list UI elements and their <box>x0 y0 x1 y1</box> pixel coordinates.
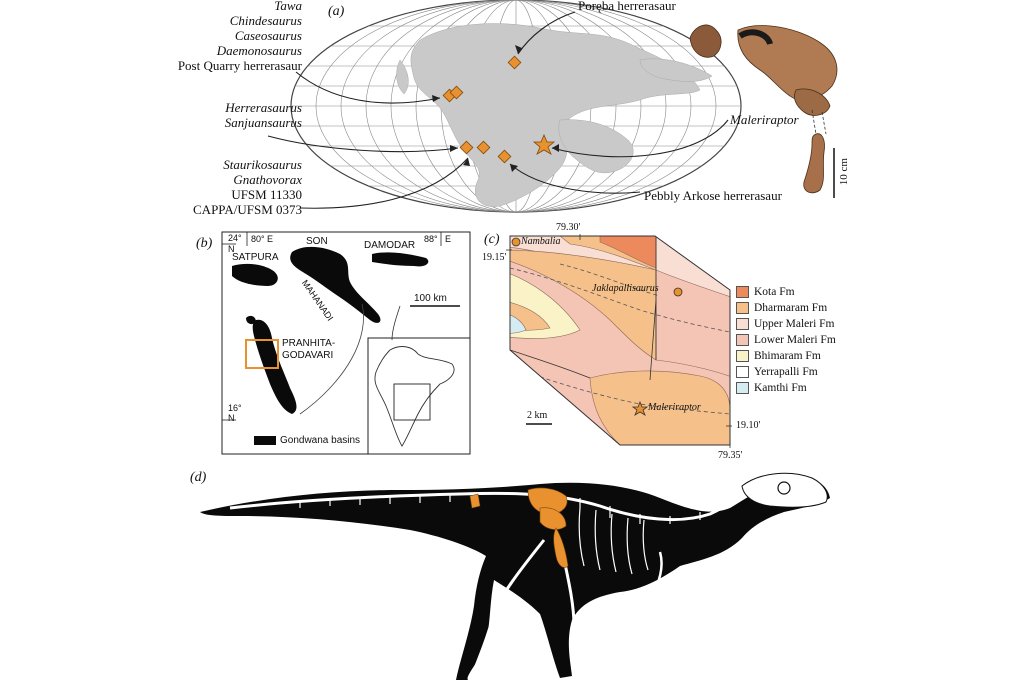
label-group-brazil: Staurikosaurus Gnathovorax UFSM 11330 CA… <box>193 157 302 217</box>
preserved-femur <box>553 527 569 568</box>
label-satpura: SATPURA <box>232 252 279 263</box>
legend-swatch-dharmaram <box>736 302 749 314</box>
locality-jaklapallisaurus <box>673 287 683 297</box>
taxon-tawa: Tawa <box>274 0 302 13</box>
marker-post-quarry-2 <box>449 85 464 100</box>
label-group-north-america: Tawa Chindesaurus Caseosaurus Daemonosau… <box>178 0 302 73</box>
panel-c-letter: (c) <box>484 232 500 247</box>
formation-legend: Kota Fm Dharmaram Fm Upper Maleri Fm Low… <box>736 284 836 396</box>
marker-maleriraptor-star <box>532 133 556 155</box>
specimen-cappa-ufsm-0373: CAPPA/UFSM 0373 <box>193 202 302 217</box>
label-damodar: DAMODAR <box>364 240 416 251</box>
label-maleriraptor: Maleriraptor <box>730 112 799 127</box>
legend-kota: Kota Fm <box>736 284 836 300</box>
label-pebbly-arkose: Pebbly Arkose herrerasaur <box>644 188 782 203</box>
lat-16: 16° <box>228 403 242 413</box>
taxon-post-quarry: Post Quarry herrerasaur <box>177 58 302 73</box>
panel-d-letter: (d) <box>190 470 207 485</box>
legend-swatch-kamthi <box>736 382 749 394</box>
label-nambalia: Nambalia <box>521 236 561 247</box>
legend-lower-maleri: Lower Maleri Fm <box>736 332 836 348</box>
locality-maleriraptor <box>631 400 649 416</box>
fossil-femur <box>803 133 825 194</box>
taxon-sanjuansaurus: Sanjuansaurus <box>224 115 302 130</box>
taxon-staurikosaurus: Staurikosaurus <box>223 157 302 172</box>
vertebrae-ticks <box>299 494 701 524</box>
marker-sanjuansaurus <box>476 140 491 155</box>
panel-a-letter: (a) <box>328 4 345 19</box>
study-area-box <box>245 339 279 369</box>
taxon-herrerasaurus: Herrerasaurus <box>225 100 302 115</box>
label-maleriraptor-map: Maleriraptor <box>648 402 701 413</box>
lon-80: 80° <box>251 234 265 244</box>
label-poreba: Poręba herrerasaur <box>578 0 676 13</box>
preserved-ilium <box>539 507 567 530</box>
locality-nambalia <box>511 237 521 247</box>
lon-80-e: E <box>267 234 274 244</box>
ribs <box>578 507 649 575</box>
legend-swatch-lower-maleri <box>736 334 749 346</box>
preserved-vertebra <box>469 493 481 509</box>
label-pranhita: PRANHITA- <box>282 338 336 349</box>
legend-swatch-bhimaram <box>736 350 749 362</box>
basin-damodar <box>372 252 429 267</box>
coord-19-10: 19.10' <box>736 420 761 431</box>
legend-gondwana-basins: Gondwana basins <box>280 435 361 446</box>
legend-kamthi: Kamthi Fm <box>736 380 836 396</box>
basin-pranhita-godavari <box>252 319 297 414</box>
specimen-ufsm-11330: UFSM 11330 <box>231 187 302 202</box>
legend-swatch-kota <box>736 286 749 298</box>
taxon-gnathovorax: Gnathovorax <box>233 172 302 187</box>
fossil-fragment-1 <box>689 24 722 58</box>
legend-dharmaram: Dharmaram Fm <box>736 300 836 316</box>
marker-herrerasaurus <box>459 140 474 155</box>
legend-upper-maleri: Upper Maleri Fm <box>736 316 836 332</box>
label-son: SON <box>306 236 328 247</box>
legend-yerrapalli: Yerrapalli Fm <box>736 364 836 380</box>
panel-b-letter: (b) <box>196 236 213 251</box>
lat-16-n: N <box>228 413 235 423</box>
orbit <box>777 481 791 495</box>
basin-satpura <box>232 263 278 286</box>
marker-pebbly-arkose <box>497 149 512 164</box>
label-godavari: GODAVARI <box>282 350 334 361</box>
lon-88: 88° <box>424 234 438 244</box>
coord-19-15: 19.15' <box>482 252 507 263</box>
inset-india-outline <box>374 346 455 447</box>
legend-bhimaram: Bhimaram Fm <box>736 348 836 364</box>
taxon-chindesaurus: Chindesaurus <box>229 13 302 28</box>
lat-24: 24° <box>228 233 242 243</box>
marker-poreba <box>507 55 522 70</box>
coord-79-35: 79.35' <box>718 450 743 461</box>
legend-swatch-upper-maleri <box>736 318 749 330</box>
scale-label-100km: 100 km <box>414 293 447 304</box>
fossil-ilium <box>794 88 831 116</box>
legend-swatch-yerrapalli <box>736 366 749 378</box>
lon-88-e: E <box>445 234 452 244</box>
preserved-elements <box>469 487 569 568</box>
legend-swatch-gondwana <box>254 436 276 445</box>
taxon-caseosaurus: Caseosaurus <box>234 28 302 43</box>
preserved-sacrum <box>527 487 568 515</box>
basin-son-mahanadi <box>290 246 381 323</box>
label-jaklapallisaurus: Jaklapallisaurus <box>592 283 659 294</box>
coord-79-30: 79.30' <box>556 222 581 233</box>
scale-label-2km: 2 km <box>527 410 548 421</box>
skull <box>741 472 828 508</box>
label-group-argentina: Herrerasaurus Sanjuansaurus <box>225 100 302 130</box>
lat-24-n: N <box>228 244 235 254</box>
taxon-daemonosaurus: Daemonosaurus <box>216 43 302 58</box>
